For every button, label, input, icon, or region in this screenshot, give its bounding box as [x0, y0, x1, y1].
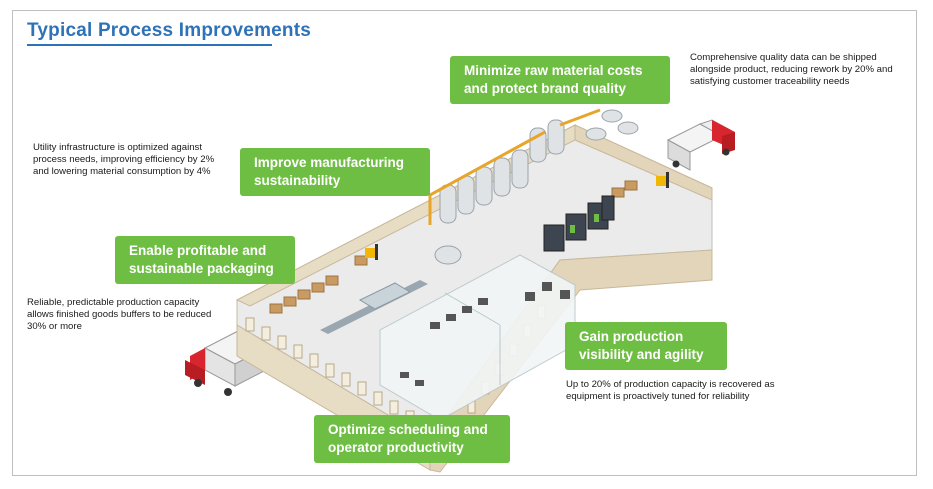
title-underline	[27, 44, 272, 46]
pallet-boxes-icon	[269, 180, 638, 314]
callout-scheduling: Optimize scheduling and operator product…	[314, 415, 510, 463]
note-capacity: Up to 20% of production capacity is reco…	[566, 379, 775, 402]
callout-visibility: Gain production visibility and agility	[565, 322, 727, 370]
note-buffers: Reliable, predictable production capacit…	[27, 297, 212, 332]
callout-raw-material: Minimize raw material costs and protect …	[450, 56, 670, 104]
callout-sustainability: Improve manufacturing sustainability	[240, 148, 430, 196]
operator-workstation-icon	[400, 282, 570, 386]
note-quality-data: Comprehensive quality data can be shippe…	[690, 52, 893, 87]
forklift-icon	[365, 172, 669, 260]
storage-tank-icon	[434, 109, 639, 265]
note-utility: Utility infrastructure is optimized agai…	[33, 142, 215, 177]
figure-frame	[12, 10, 917, 476]
delivery-truck-icon	[666, 119, 735, 171]
page-title: Typical Process Improvements	[27, 20, 312, 41]
callout-packaging: Enable profitable and sustainable packag…	[115, 236, 295, 284]
